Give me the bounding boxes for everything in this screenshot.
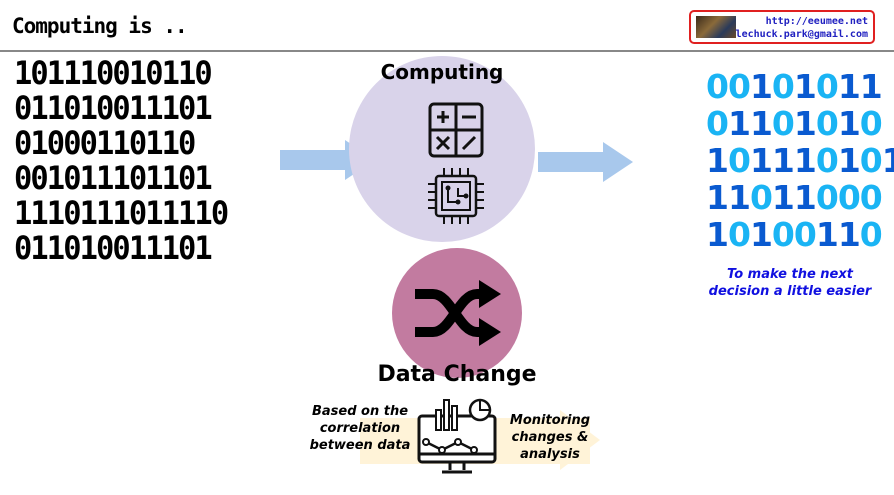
data-change-label: Data Change [377, 362, 537, 387]
binary-digit: 1 [793, 104, 817, 143]
binary-digit: 0 [793, 215, 817, 254]
binary-row: 011010011101 [14, 89, 213, 127]
avatar [696, 16, 736, 38]
band-arrow-head [560, 410, 600, 470]
binary-digit: 1 [706, 178, 729, 217]
binary-digit: 1 [837, 67, 861, 106]
binary-digit: 1 [727, 104, 751, 143]
binary-digit: 1 [837, 141, 861, 180]
binary-digit: 0 [727, 67, 751, 106]
binary-digit: 1 [837, 104, 861, 143]
binary-digit: 0 [749, 178, 773, 217]
binary-digit: 1 [771, 141, 795, 180]
binary-digit: 1 [727, 178, 751, 217]
email-link[interactable]: lechuck.park@gmail.com [735, 29, 868, 40]
binary-row: 101110101 [706, 142, 894, 179]
binary-digit: 0 [815, 178, 839, 217]
binary-digit: 1 [881, 141, 894, 180]
binary-digit: 1 [837, 215, 861, 254]
binary-digit: 1 [749, 215, 773, 254]
binary-digit: 1 [749, 104, 773, 143]
site-link[interactable]: http://eeumee.net [765, 16, 868, 27]
binary-digit: 1 [793, 67, 817, 106]
binary-digit: 1 [793, 141, 817, 180]
binary-row: 101110010110 [14, 54, 213, 92]
binary-digit: 0 [771, 67, 795, 106]
binary-digit: 0 [815, 104, 839, 143]
binary-digit: 0 [815, 141, 839, 180]
binary-digit: 1 [771, 178, 795, 217]
binary-digit: 0 [815, 67, 839, 106]
binary-digit: 0 [859, 215, 883, 254]
divider [0, 50, 894, 52]
binary-digit: 1 [815, 215, 839, 254]
page-title: Computing is .. [12, 14, 188, 38]
binary-row: 01000110110 [14, 124, 196, 162]
binary-digit: 0 [727, 215, 751, 254]
chip-icon [428, 168, 484, 224]
binary-digit: 1 [706, 215, 729, 254]
goal-text: To make the next decision a little easie… [708, 267, 872, 299]
binary-digit: 1 [793, 178, 817, 217]
binary-row: 01101010 [706, 105, 894, 142]
binary-digit: 0 [837, 178, 861, 217]
shuffle-icon [415, 280, 501, 346]
binary-digit: 1 [749, 141, 773, 180]
binary-digit: 1 [859, 67, 883, 106]
binary-row: 1110111011110 [14, 194, 229, 232]
correlation-text: Based on the correlation between data [309, 404, 411, 453]
binary-row: 10100110 [706, 216, 894, 253]
binary-digit: 0 [706, 67, 729, 106]
calculator-icon [428, 102, 484, 158]
binary-row: 00101011 [706, 68, 894, 105]
arrow-right-icon [538, 142, 633, 182]
binary-row: 001011101101 [14, 159, 213, 197]
binary-digit: 0 [771, 215, 795, 254]
binary-digit: 0 [727, 141, 751, 180]
binary-digit: 1 [749, 67, 773, 106]
binary-digit: 0 [859, 141, 883, 180]
monitoring-text: Monitoring changes & analysis [509, 413, 591, 462]
binary-digit: 0 [859, 178, 883, 217]
computing-label: Computing [380, 60, 504, 84]
binary-row: 011010011101 [14, 229, 213, 267]
binary-digit: 0 [859, 104, 883, 143]
binary-digit: 0 [771, 104, 795, 143]
binary-digit: 1 [706, 141, 729, 180]
binary-digit: 0 [706, 104, 729, 143]
dashboard-monitor-icon [417, 398, 497, 474]
author-badge: http://eeumee.net lechuck.park@gmail.com [689, 10, 875, 44]
binary-row: 11011000 [706, 179, 894, 216]
